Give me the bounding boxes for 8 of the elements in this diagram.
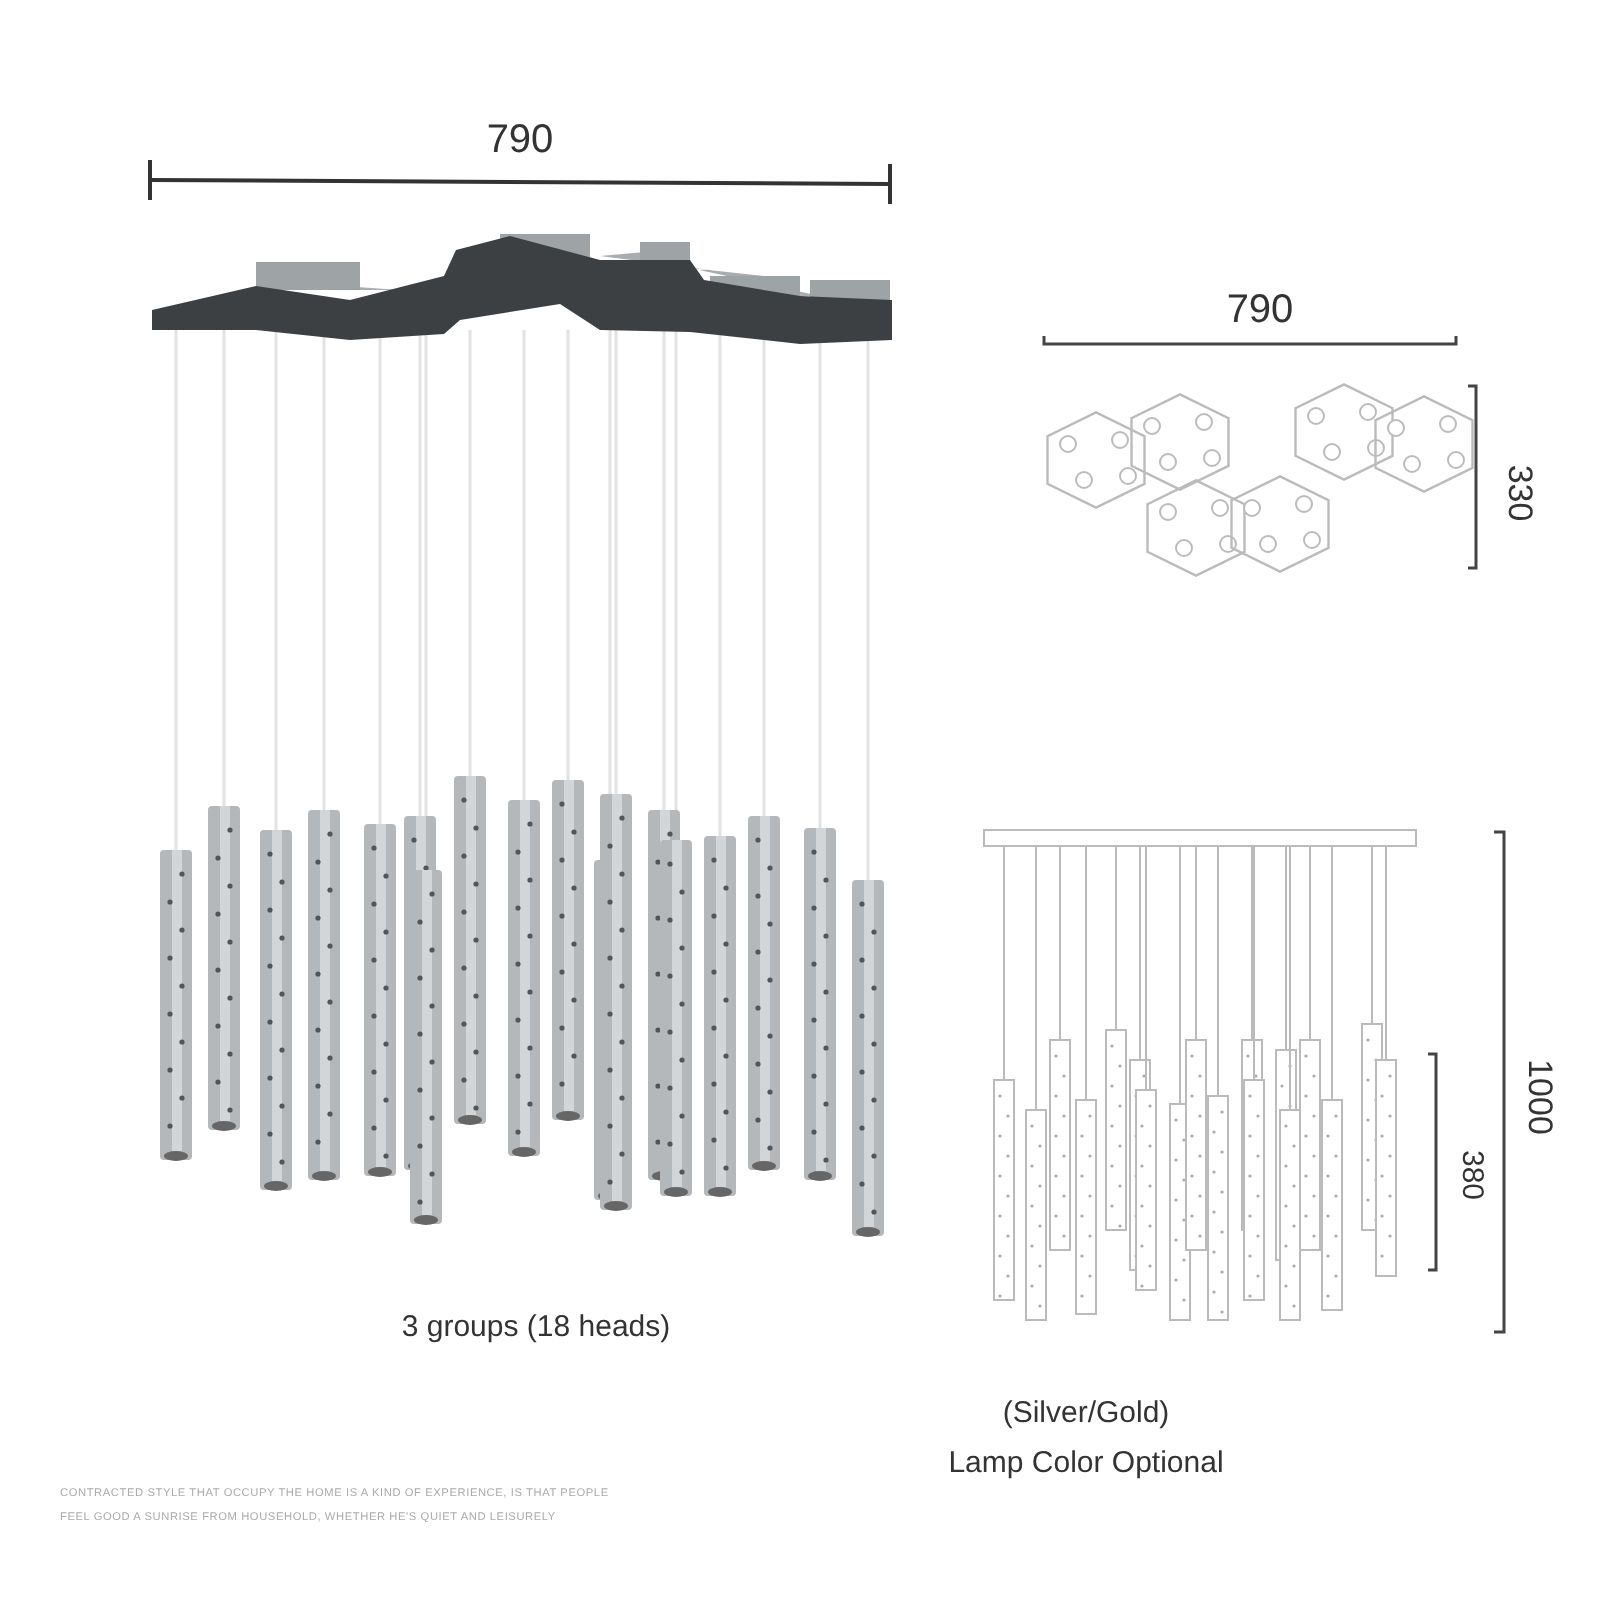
caption-text: 3 groups (18 heads) — [401, 1312, 671, 1342]
caption-text: Lamp Color Optional — [948, 1448, 1224, 1478]
dimension-label: 790 — [486, 120, 554, 160]
dimension-label: 330 — [1503, 464, 1537, 522]
dimension-label: 790 — [1226, 290, 1294, 330]
dimension-label: 1000 — [1523, 1059, 1557, 1135]
caption-text: (Silver/Gold) — [1002, 1398, 1170, 1428]
dimension-label: 380 — [1457, 1149, 1487, 1201]
